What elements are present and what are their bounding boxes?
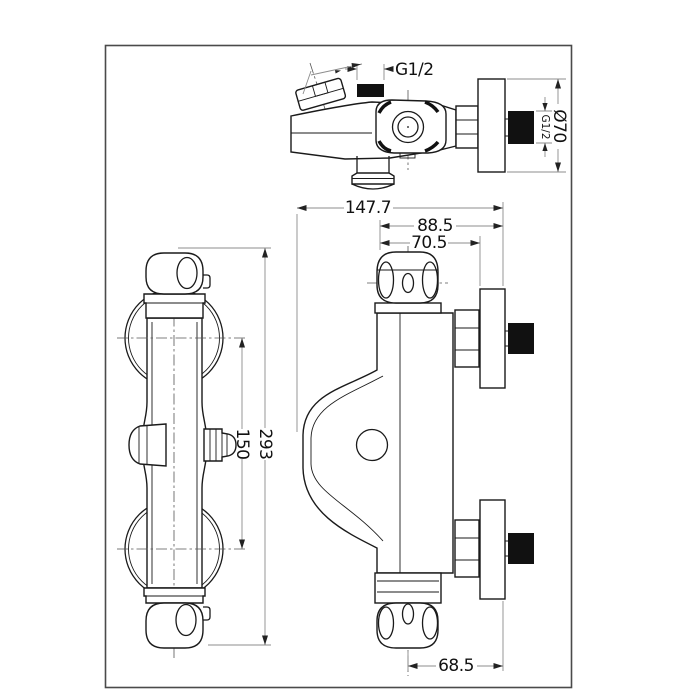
dim-label-axis-to-flange-back: 68.5 [438,656,474,676]
dim-label-outlet-thread: G1/2 [395,60,434,80]
hex-nut [454,519,480,578]
top-view: G1/2 Ø70 G1/2 [290,60,569,190]
knob-ear [377,261,395,299]
drawing-border [104,44,573,689]
left-outlet-cap [128,423,167,467]
bottom-outlet [351,156,395,190]
knob-recess [401,603,415,625]
dim-flange-diameter: Ø70 [507,78,569,173]
dim-handle-angle [302,62,363,95]
grip-mark [424,140,440,153]
wall-thread [508,533,534,564]
bottom-knob-front-view [143,587,211,649]
knob-recess [175,603,197,637]
temperature-handle [295,77,347,111]
hex-nut [454,309,480,368]
valve-body-side-view [302,312,454,574]
wall-thread [508,323,534,354]
lower-wall-connection [454,499,534,600]
knob-button [203,606,211,621]
wall-flange [479,499,506,600]
upper-wall-connection [454,288,534,389]
dim-outlet-thread: G1/2 [345,60,434,80]
dim-label-overall-height: 293 [255,429,275,460]
dim-overall-height: 293 [178,247,275,646]
dim-front-to-flange-back: 88.5 [379,216,503,250]
outlet-port-side-view [355,428,389,462]
grip-mark [377,140,392,153]
wall-thread [508,111,534,144]
bottom-knob-side-view [374,572,442,649]
knob-button [203,274,211,289]
front-view: 150 293 [117,247,275,658]
dim-axis-to-flange-back: 68.5 [407,601,504,676]
knob-ear [421,606,439,640]
dim-label-inlet-spacing: 150 [232,429,252,460]
dim-label-front-to-flange-front: 70.5 [411,233,447,253]
hex-nut [455,105,479,149]
top-knob-front-view [143,252,211,319]
dim-inlet-spacing: 150 [232,338,252,549]
dim-front-to-flange-front: 70.5 [380,233,481,286]
dim-overall-depth: 147.7 [296,198,504,432]
grip-mark [377,100,392,114]
centerline-handle [309,62,330,122]
grip-mark [424,100,440,114]
dim-wall-thread: G1/2 [536,97,552,157]
knob-ear [421,261,439,299]
dim-label-overall-depth: 147.7 [345,198,391,218]
side-view: 147.7 88.5 70.5 68.5 [296,198,534,676]
top-knob-side-view [374,251,442,314]
right-outlet-connector [203,428,237,462]
dim-label-wall-thread: G1/2 [539,114,551,139]
dim-label-front-to-flange-back: 88.5 [417,216,453,236]
top-outlet-thread [357,84,384,97]
dim-label-flange-diameter: Ø70 [549,109,569,143]
wall-connection-top-view [455,78,534,173]
flow-knob-top-view [375,99,447,154]
knob-recess [401,272,415,294]
knob-recess [176,256,198,290]
knob-ear [377,606,395,640]
wall-flange [479,288,506,389]
wall-flange [477,78,506,173]
